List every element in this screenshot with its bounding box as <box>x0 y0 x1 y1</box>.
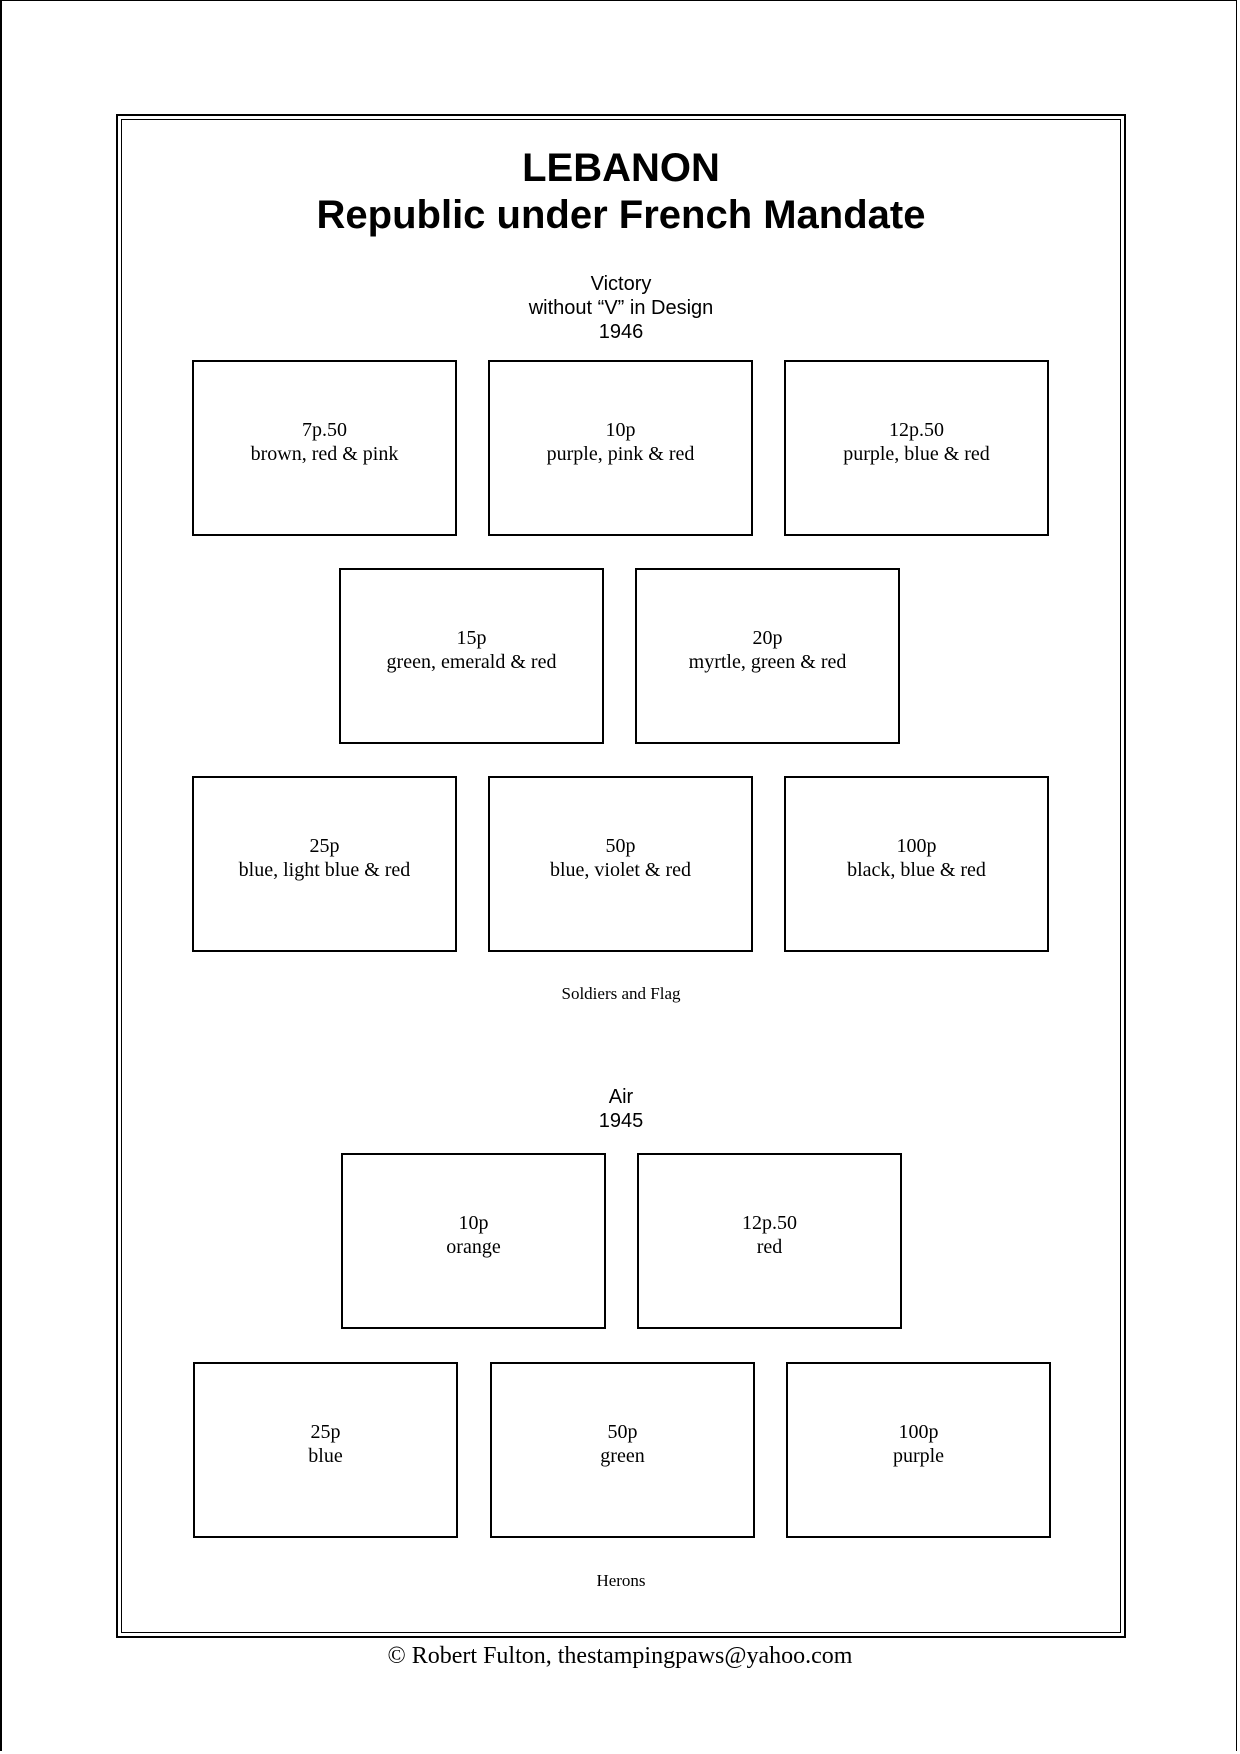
stamp-color: brown, red & pink <box>250 443 399 465</box>
page-title: LEBANON <box>522 146 720 190</box>
stamp-space: 100p purple <box>786 1362 1051 1538</box>
section-heading-air: Air <box>608 1086 634 1108</box>
page-subtitle: Republic under French Mandate <box>316 193 926 237</box>
stamp-space: 7p.50 brown, red & pink <box>192 360 457 536</box>
stamp-color: black, blue & red <box>847 859 986 881</box>
stamp-color: green <box>600 1445 645 1467</box>
stamp-denomination: 20p <box>752 627 783 649</box>
stamp-denomination: 10p <box>458 1212 489 1234</box>
section-caption-herons: Herons <box>596 1571 646 1590</box>
stamp-color: red <box>756 1236 783 1258</box>
stamp-space: 25p blue <box>193 1362 458 1538</box>
stamp-denomination: 7p.50 <box>302 419 347 441</box>
stamp-space: 50p green <box>490 1362 755 1538</box>
stamp-space: 20p myrtle, green & red <box>635 568 900 744</box>
stamp-color: blue, light blue & red <box>238 859 411 881</box>
stamp-color: orange <box>446 1236 501 1258</box>
stamp-denomination: 15p <box>456 627 487 649</box>
stamp-color: purple, blue & red <box>843 443 990 465</box>
stamp-denomination: 25p <box>309 835 340 857</box>
stamp-denomination: 100p <box>898 1421 939 1443</box>
stamp-color: purple <box>892 1445 945 1467</box>
stamp-space: 12p.50 red <box>637 1153 902 1329</box>
section-heading-year: 1946 <box>598 321 644 343</box>
stamp-color: myrtle, green & red <box>688 651 847 673</box>
album-frame-outer <box>116 114 1126 1638</box>
stamp-denomination: 50p <box>607 1421 638 1443</box>
stamp-color: blue, violet & red <box>549 859 692 881</box>
stamp-space: 100p black, blue & red <box>784 776 1049 952</box>
copyright-footer: © Robert Fulton, thestampingpaws@yahoo.c… <box>387 1643 853 1669</box>
section-heading-year: 1945 <box>598 1110 644 1132</box>
stamp-space: 10p orange <box>341 1153 606 1329</box>
stamp-space: 25p blue, light blue & red <box>192 776 457 952</box>
stamp-color: blue <box>308 1445 343 1467</box>
stamp-space: 15p green, emerald & red <box>339 568 604 744</box>
stamp-denomination: 12p.50 <box>889 419 944 441</box>
stamp-space: 10p purple, pink & red <box>488 360 753 536</box>
album-frame-inner <box>121 119 1121 1633</box>
section-heading-victory: Victory <box>590 273 652 295</box>
stamp-denomination: 100p <box>896 835 937 857</box>
stamp-space: 50p blue, violet & red <box>488 776 753 952</box>
stamp-color: green, emerald & red <box>386 651 557 673</box>
section-caption-soldiers-and-flag: Soldiers and Flag <box>561 984 681 1003</box>
stamp-denomination: 25p <box>310 1421 341 1443</box>
stamp-space: 12p.50 purple, blue & red <box>784 360 1049 536</box>
stamp-color: purple, pink & red <box>546 443 695 465</box>
stamp-denomination: 12p.50 <box>742 1212 797 1234</box>
stamp-denomination: 10p <box>605 419 636 441</box>
section-heading-design-note: without “V” in Design <box>528 297 714 319</box>
stamp-denomination: 50p <box>605 835 636 857</box>
